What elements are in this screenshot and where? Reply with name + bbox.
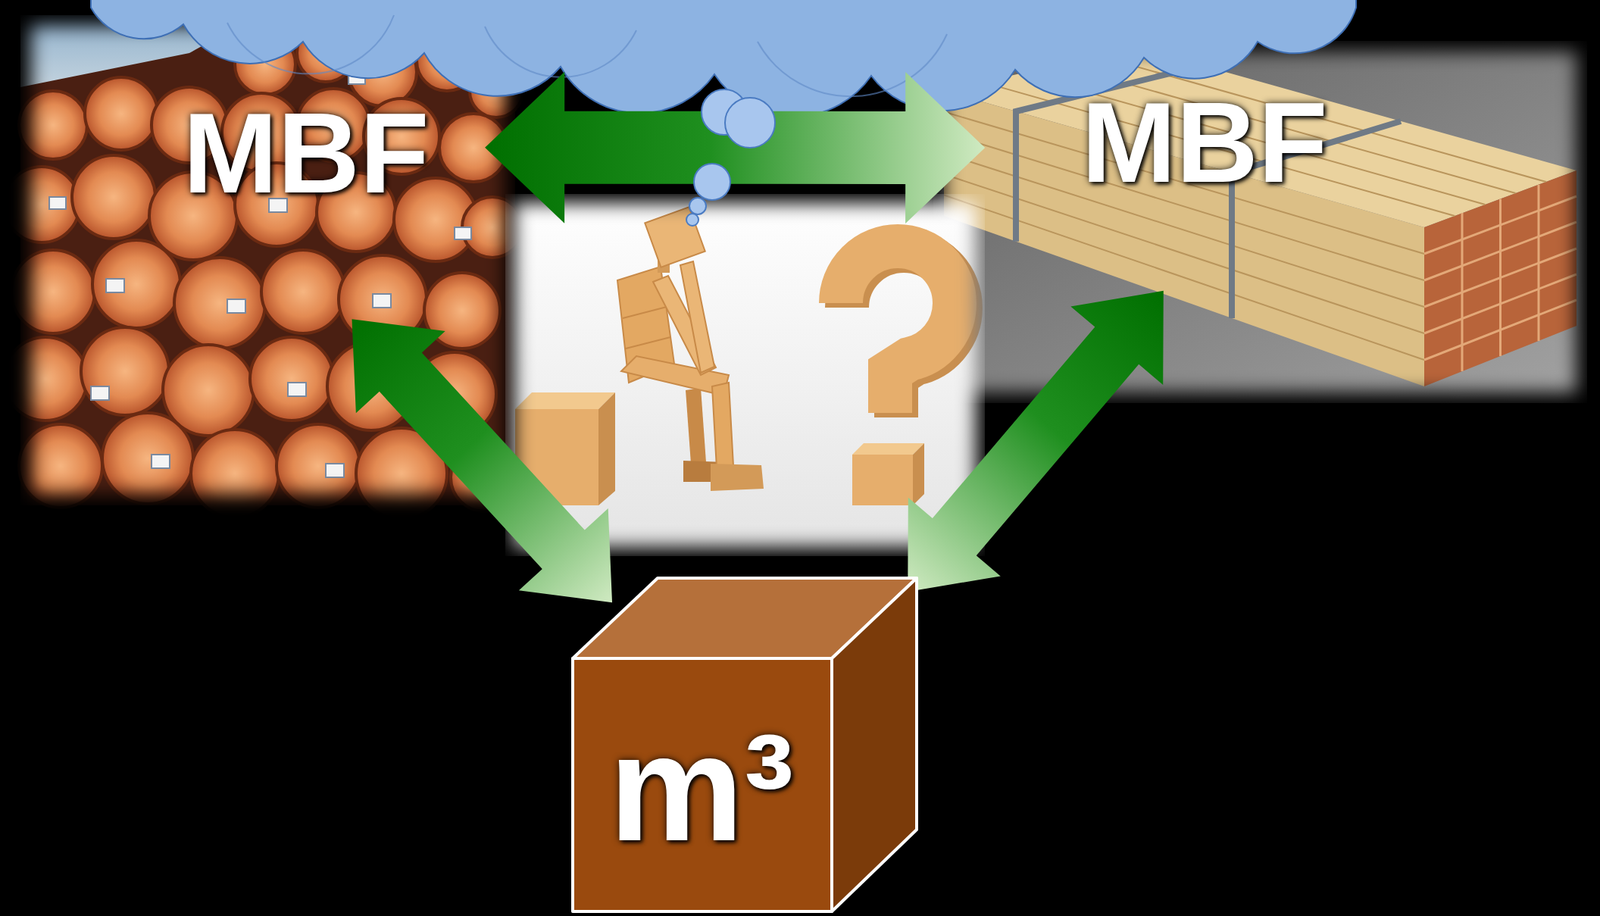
log-pile-photo-part bbox=[81, 327, 169, 416]
thinking-figure-picture-part bbox=[644, 206, 705, 267]
log-pile-photo-part bbox=[102, 412, 194, 504]
log-pile-photo-part bbox=[92, 240, 181, 329]
lumber-photo-part bbox=[1499, 199, 1502, 357]
log-pile-photo-part bbox=[261, 250, 345, 334]
thinking-figure-picture-part bbox=[625, 337, 671, 349]
thought-bubbles-part bbox=[686, 89, 775, 226]
thinking-figure-picture-part bbox=[710, 463, 764, 491]
log-pile-photo-part bbox=[3, 166, 80, 243]
log-pile-photo-part bbox=[11, 250, 95, 334]
thought-bubbles-part bbox=[693, 163, 731, 200]
lumber-photo-part bbox=[1424, 170, 1577, 387]
log-pile-photo-part bbox=[250, 337, 334, 421]
cube-side bbox=[831, 578, 917, 912]
lumber-photo-part bbox=[1537, 184, 1541, 341]
lumber-photo-part bbox=[933, 40, 1588, 404]
thinking-figure-picture-part bbox=[680, 261, 715, 373]
thinking-figure-picture-part bbox=[712, 382, 734, 469]
log-pile-photo-part bbox=[190, 429, 279, 518]
thinking-figure-picture-part bbox=[840, 246, 955, 413]
log-pile-photo-part bbox=[84, 77, 158, 150]
thought-bubbles-part bbox=[689, 197, 707, 215]
unit-label: MBF bbox=[1081, 85, 1329, 200]
lumber-photo-part bbox=[1015, 65, 1401, 319]
lumber-photo-part bbox=[943, 56, 1547, 360]
log-pile-photo-part bbox=[71, 155, 156, 239]
thinking-figure-picture-part bbox=[685, 387, 707, 464]
log-pile-photo-part bbox=[372, 293, 391, 308]
log-pile-photo-part bbox=[18, 90, 88, 160]
log-pile-photo-part bbox=[287, 382, 307, 397]
unit-label: MBF bbox=[183, 96, 430, 210]
log-pile-photo-part bbox=[325, 463, 344, 478]
thought-cloud-part bbox=[484, 26, 637, 78]
log-pile-photo-part bbox=[174, 257, 266, 349]
double-arrow bbox=[907, 290, 1164, 592]
lumber-photo bbox=[933, 40, 1588, 404]
thinking-figure-picture-part bbox=[852, 454, 913, 506]
cube-front bbox=[572, 658, 832, 912]
log-pile-photo-part bbox=[454, 227, 472, 240]
log-pile-photo-part bbox=[90, 386, 110, 400]
thinking-figure-picture-part bbox=[912, 443, 925, 506]
cube-box: m³ bbox=[571, 576, 919, 913]
lumber-panel: MBF bbox=[933, 40, 1588, 404]
thinking-figure-picture-part bbox=[598, 392, 616, 506]
log-pile-photo-part bbox=[49, 196, 66, 210]
log-pile-photo-part bbox=[18, 424, 103, 508]
log-pile-panel: MBF bbox=[20, 15, 516, 506]
thinking-figure-picture-part bbox=[515, 392, 616, 410]
log-pile-photo-part bbox=[106, 278, 125, 293]
log-pile-photo-part bbox=[151, 454, 170, 469]
thought-cloud-part bbox=[227, 15, 394, 74]
log-pile-photo-part bbox=[276, 424, 360, 508]
thinking-figure-picture-part bbox=[852, 443, 925, 455]
double-arrow bbox=[484, 71, 985, 224]
log-pile-photo-part bbox=[227, 299, 246, 313]
thought-bubbles-part bbox=[725, 97, 775, 148]
unit-label: m³ bbox=[609, 712, 794, 864]
lumber-photo-part bbox=[1461, 212, 1464, 372]
double-arrow bbox=[352, 318, 613, 603]
lumber-photo-part bbox=[1424, 184, 1577, 372]
thinking-figure-picture-part bbox=[622, 306, 667, 319]
thought-bubbles-part bbox=[686, 213, 699, 226]
lumber-photo-part bbox=[1021, 73, 1486, 205]
log-pile-photo-part bbox=[3, 337, 88, 421]
